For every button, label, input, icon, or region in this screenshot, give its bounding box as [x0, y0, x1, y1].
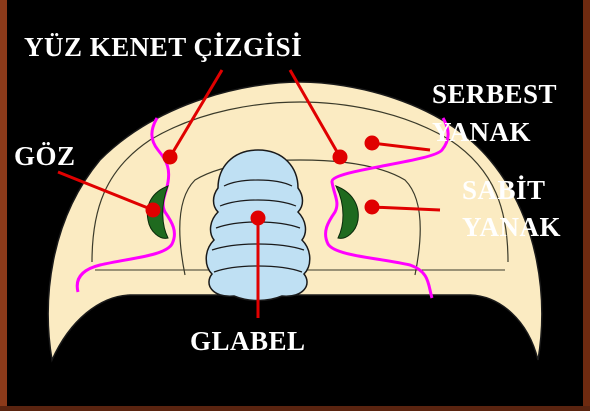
label-glabella: GLABEL	[190, 326, 306, 356]
label-eye: GÖZ	[14, 141, 76, 171]
pointer-glabella-dot	[252, 212, 264, 224]
frame-left-edge	[0, 0, 7, 411]
label-fixed-cheek-line1: SABİT	[462, 175, 546, 205]
pointer-suture-left-dot	[164, 151, 176, 163]
label-fixed-cheek-line2: YANAK	[462, 212, 561, 242]
frame-right-edge	[583, 0, 590, 411]
pointer-free-cheek-dot	[366, 137, 378, 149]
label-free-cheek-line1: SERBEST	[432, 79, 557, 109]
frame-bottom-edge	[0, 406, 590, 411]
pointer-suture-right-dot	[334, 151, 346, 163]
pointer-fixed-cheek-dot	[366, 201, 378, 213]
label-facial-suture: YÜZ KENET ÇİZGİSİ	[24, 32, 302, 62]
label-free-cheek-line2: YANAK	[432, 117, 531, 147]
pointer-eye-dot	[147, 204, 159, 216]
